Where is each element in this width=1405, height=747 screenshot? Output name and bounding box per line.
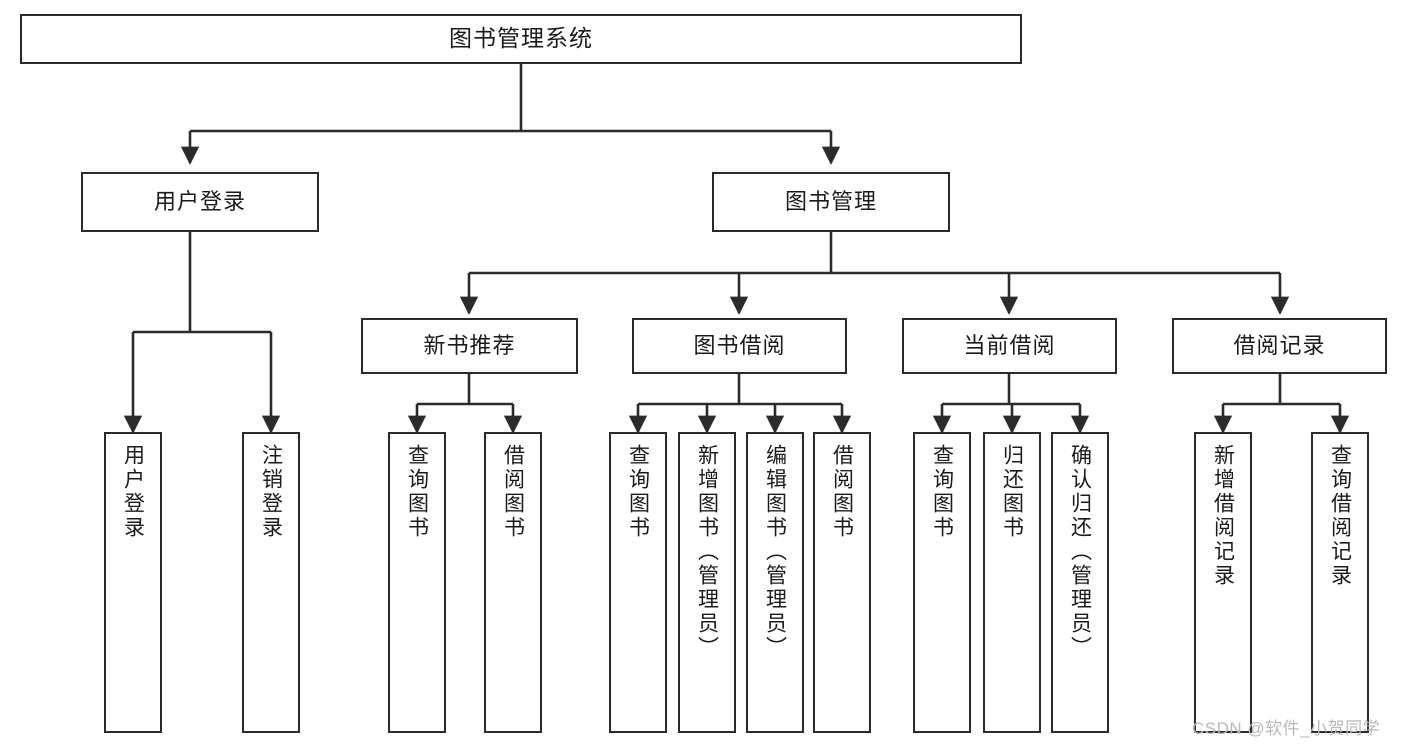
node-label: 借阅图书 [501, 444, 525, 540]
node-label: 查询图书 [626, 444, 650, 540]
node-leaf-query-books-rec[interactable]: 查询图书 [388, 432, 446, 733]
node-new-book-recommendation[interactable]: 新书推荐 [361, 318, 578, 374]
node-label: 图书管理系统 [449, 25, 593, 52]
node-root-book-management-system[interactable]: 图书管理系统 [20, 14, 1022, 64]
node-label: 查询借阅记录 [1328, 444, 1352, 588]
node-label: 当前借阅 [963, 332, 1056, 358]
node-label: 图书管理 [784, 188, 877, 214]
node-leaf-borrow-books[interactable]: 借阅图书 [813, 432, 871, 733]
node-label: 借阅记录 [1233, 332, 1326, 358]
node-label: 用户登录 [153, 188, 246, 214]
node-leaf-borrow-books-rec[interactable]: 借阅图书 [484, 432, 542, 733]
node-leaf-return-books[interactable]: 归还图书 [983, 432, 1041, 733]
node-label: 借阅图书 [830, 444, 854, 540]
node-leaf-query-borrow-record[interactable]: 查询借阅记录 [1311, 432, 1369, 733]
node-label: 新增图书（管理员） [695, 444, 719, 660]
node-leaf-confirm-return-admin[interactable]: 确认归还（管理员） [1051, 432, 1109, 733]
node-book-borrowing[interactable]: 图书借阅 [632, 318, 847, 374]
node-label: 查询图书 [405, 444, 429, 540]
node-leaf-edit-book-admin[interactable]: 编辑图书（管理员） [746, 432, 804, 733]
node-label: 注销登录 [259, 444, 283, 540]
node-label: 查询图书 [930, 444, 954, 540]
node-label: 编辑图书（管理员） [763, 444, 787, 660]
node-label: 确认归还（管理员） [1068, 444, 1092, 660]
node-current-borrowing[interactable]: 当前借阅 [902, 318, 1117, 374]
node-user-login[interactable]: 用户登录 [81, 172, 319, 232]
node-leaf-user-login[interactable]: 用户登录 [104, 432, 162, 733]
node-label: 用户登录 [121, 444, 145, 540]
node-label: 归还图书 [1000, 444, 1024, 540]
node-leaf-add-borrow-record[interactable]: 新增借阅记录 [1194, 432, 1252, 733]
node-leaf-query-books-borrow[interactable]: 查询图书 [609, 432, 667, 733]
node-label: 新增借阅记录 [1211, 444, 1235, 588]
node-leaf-add-book-admin[interactable]: 新增图书（管理员） [678, 432, 736, 733]
csdn-watermark: CSDN @软件_小贺同学 [1192, 719, 1381, 738]
node-label: 图书借阅 [693, 332, 786, 358]
node-borrowing-records[interactable]: 借阅记录 [1172, 318, 1387, 374]
node-label: 新书推荐 [423, 332, 516, 358]
node-book-management[interactable]: 图书管理 [712, 172, 950, 232]
node-leaf-query-books-current[interactable]: 查询图书 [913, 432, 971, 733]
node-leaf-logout[interactable]: 注销登录 [242, 432, 300, 733]
